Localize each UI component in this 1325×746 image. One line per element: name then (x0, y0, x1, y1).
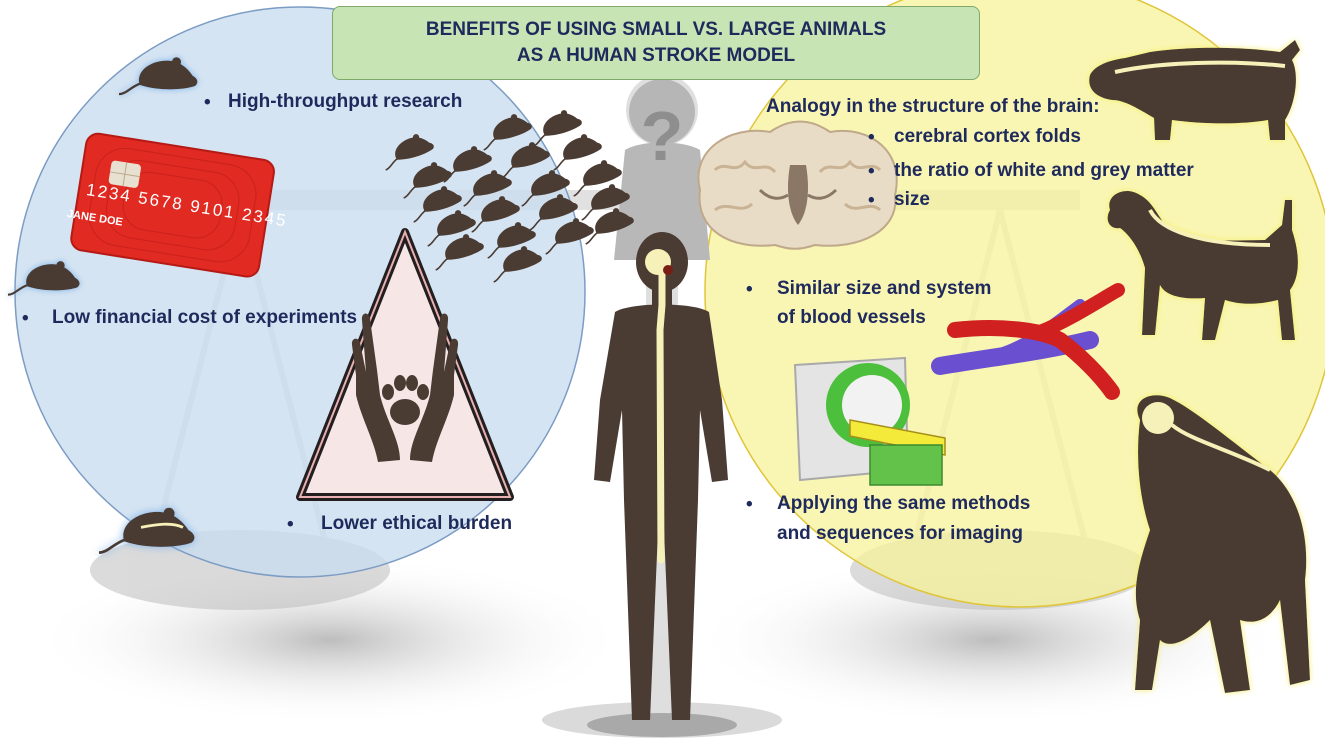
title-line-1: BENEFITS OF USING SMALL VS. LARGE ANIMAL… (425, 19, 887, 40)
human-icon (587, 232, 737, 737)
brain-item-white-grey-ratio: the ratio of white and grey matter (894, 160, 1194, 181)
bullet-ethics: • (287, 514, 294, 535)
imaging-line-2: and sequences for imaging (777, 523, 1023, 544)
dog-icon (1107, 190, 1298, 340)
benefit-high-throughput: High-throughput research (228, 91, 463, 112)
brain-item-size: size (894, 189, 930, 210)
benefit-lower-ethical-burden: Lower ethical burden (321, 513, 513, 534)
brain-item-cortex-folds: cerebral cortex folds (894, 126, 1081, 147)
benefit-low-cost: Low financial cost of experiments (52, 307, 358, 328)
rat-icon (97, 506, 196, 554)
bullet-cortex: • (868, 127, 875, 148)
brain-slice-icon (697, 120, 898, 250)
question-mark: ? (641, 97, 684, 175)
ethics-triangle-icon (296, 228, 514, 501)
question-figure: ? (614, 79, 710, 260)
title-box: BENEFITS OF USING SMALL VS. LARGE ANIMAL… (332, 6, 980, 80)
bullet-imaging: • (746, 494, 753, 515)
bullet-size: • (868, 190, 875, 211)
blood-vessels-icon (931, 283, 1125, 400)
bullet-low-cost: • (22, 308, 29, 329)
bullet-high-throughput: • (204, 92, 211, 113)
paw-hands-icon (351, 313, 459, 462)
vessels-line-2: of blood vessels (777, 307, 926, 328)
pig-icon (1089, 40, 1300, 140)
brain-analogy-heading: Analogy in the structure of the brain: (766, 96, 1100, 117)
monkey-icon (1135, 395, 1310, 693)
vessels-line-1: Similar size and system (777, 278, 992, 299)
bullet-vessels: • (746, 279, 753, 300)
imaging-line-1: Applying the same methods (777, 493, 1031, 514)
credit-card-icon (70, 132, 275, 278)
bullet-ratio: • (868, 161, 875, 182)
title-line-2: AS A HUMAN STROKE MODEL (516, 45, 796, 66)
mri-scanner-icon (793, 356, 946, 486)
